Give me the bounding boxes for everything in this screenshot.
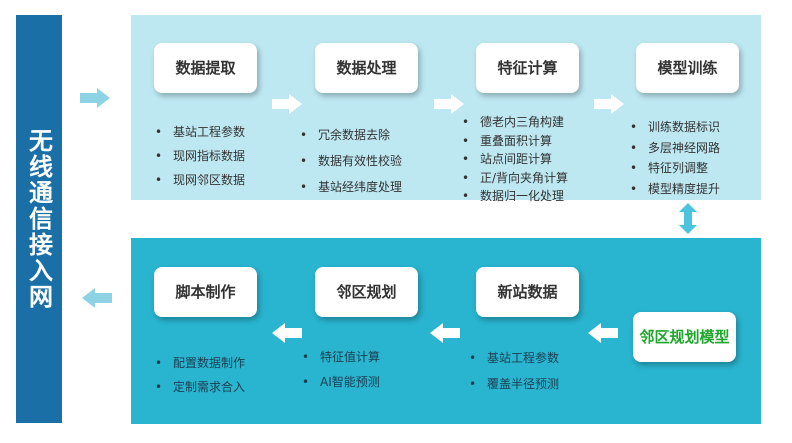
flow-arrow-left-icon — [588, 323, 618, 343]
list-item: 配置数据制作 — [155, 351, 245, 375]
list-item: 数据归一化处理 — [462, 187, 568, 206]
list-item: 基站经纬度处理 — [300, 174, 402, 200]
side-title: 无线通信接入网 — [24, 128, 53, 310]
box-data-processing: 数据处理 — [315, 43, 418, 93]
list-data-processing: 冗余数据去除 数据有效性校验 基站经纬度处理 — [300, 122, 402, 200]
side-bar: 无线通信接入网 — [16, 15, 62, 423]
list-data-extraction: 基站工程参数 现网指标数据 现网邻区数据 — [155, 120, 245, 192]
list-item: 现网指标数据 — [155, 144, 245, 168]
flow-arrow-right-icon — [594, 94, 624, 114]
list-feature-calculation: 德老内三角构建 重叠面积计算 站点间距计算 正/背向夹角计算 数据归一化处理 — [462, 113, 568, 206]
list-item: 现网邻区数据 — [155, 168, 245, 192]
box-feature-calculation: 特征计算 — [476, 43, 579, 93]
box-data-extraction: 数据提取 — [154, 43, 257, 93]
list-item: 重叠面积计算 — [462, 132, 568, 151]
flow-arrow-left-icon — [272, 323, 302, 343]
list-item: 基站工程参数 — [155, 120, 245, 144]
list-item: AI智能预测 — [302, 370, 380, 395]
box-neighbor-planning-model: 邻区规划模型 — [633, 312, 736, 362]
list-item: 基站工程参数 — [469, 345, 559, 371]
list-item: 数据有效性校验 — [300, 148, 402, 174]
list-item: 多层神经网路 — [630, 138, 720, 159]
flow-arrow-right-icon — [434, 94, 464, 114]
list-item: 正/背向夹角计算 — [462, 169, 568, 188]
list-item: 站点间距计算 — [462, 150, 568, 169]
exit-arrow-left-icon — [82, 288, 112, 308]
list-item: 训练数据标识 — [630, 117, 720, 138]
box-new-site-data: 新站数据 — [476, 267, 579, 317]
box-model-training: 模型训练 — [636, 43, 739, 93]
box-neighbor-planning: 邻区规划 — [315, 267, 418, 317]
list-item: 特征值计算 — [302, 345, 380, 370]
list-item: 冗余数据去除 — [300, 122, 402, 148]
double-arrow-vertical-icon — [678, 203, 698, 234]
entry-arrow-right-icon — [80, 88, 110, 108]
list-item: 德老内三角构建 — [462, 113, 568, 132]
list-new-site-data: 基站工程参数 覆盖半径预测 — [469, 345, 559, 397]
list-item: 覆盖半径预测 — [469, 371, 559, 397]
list-item: 定制需求合入 — [155, 375, 245, 399]
list-script-making: 配置数据制作 定制需求合入 — [155, 351, 245, 399]
list-model-training: 训练数据标识 多层神经网路 特征列调整 模型精度提升 — [630, 117, 720, 199]
list-item: 特征列调整 — [630, 158, 720, 179]
flow-arrow-right-icon — [272, 94, 302, 114]
box-script-making: 脚本制作 — [154, 267, 257, 317]
list-neighbor-planning: 特征值计算 AI智能预测 — [302, 345, 380, 395]
list-item: 模型精度提升 — [630, 179, 720, 200]
flow-arrow-left-icon — [430, 323, 460, 343]
